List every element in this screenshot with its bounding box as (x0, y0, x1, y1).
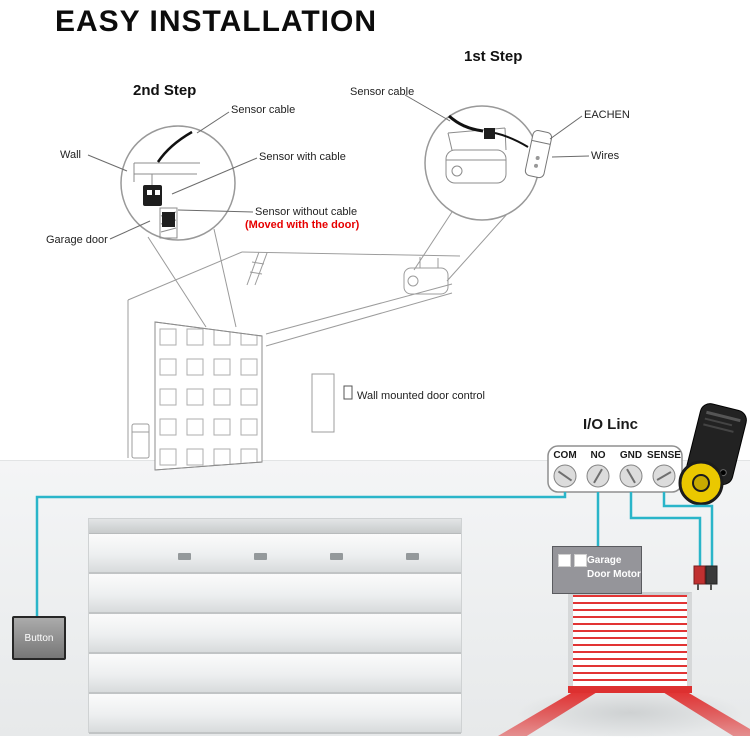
label-garage-door: Garage door (46, 234, 108, 246)
garage-door-panel (89, 654, 461, 694)
terminal-label-sense: SENSE (647, 450, 681, 461)
terminal-label-gnd: GND (619, 450, 643, 461)
garage-door-motor: Garage Door Motor (552, 546, 642, 594)
label-wires: Wires (591, 150, 620, 162)
motor-terminal-icons (558, 554, 587, 567)
label-sensor-cable-step2: Sensor cable (231, 104, 296, 116)
label-sensor-without-cable: Sensor without cable (255, 206, 358, 218)
sensor-cable-icon (156, 130, 193, 163)
motor-label-line1: Garage (587, 555, 622, 566)
io-linc-title: I/O Linc (583, 416, 639, 433)
label-sensor-with-cable: Sensor with cable (259, 151, 346, 163)
garage-door-photo (88, 518, 462, 734)
step1-title: 1st Step (464, 48, 523, 65)
label-wall-mounted-door-control: Wall mounted door control (357, 390, 485, 402)
wall-button: Button (12, 616, 66, 660)
label-eachen-brand: EACHEN (584, 109, 630, 121)
wall-button-label: Button (24, 632, 54, 644)
garage-interior-sketch (127, 251, 461, 471)
page-title: EASY INSTALLATION (55, 5, 378, 38)
door-hinge (406, 553, 419, 560)
label-sensor-cable-step1: Sensor cable (350, 86, 415, 98)
step2-magnifier (120, 125, 236, 241)
motor-label-line2: Door Motor (587, 569, 641, 580)
step2-title: 2nd Step (133, 82, 197, 99)
garage-door-header (89, 519, 461, 534)
terminal-label-com: COM (553, 450, 577, 461)
label-moved-with-door-note: (Moved with the door) (245, 219, 360, 231)
eachen-module-icon (524, 130, 553, 179)
door-hinge (330, 553, 343, 560)
label-wall: Wall (60, 149, 81, 161)
garage-door-panel (89, 574, 461, 614)
sensor-beam-door (568, 592, 692, 690)
opener-sensor-icon (484, 128, 495, 139)
red-beam-base (568, 686, 692, 693)
sensor-with-cable-icon (143, 185, 162, 206)
door-hinge (178, 553, 191, 560)
wires-icon (494, 132, 529, 148)
sensor-without-cable-icon (162, 212, 175, 227)
garage-door-panel (89, 614, 461, 654)
wall-control-icon (343, 385, 353, 400)
sensor-cable-icon (448, 114, 484, 133)
terminal-label-no: NO (590, 450, 606, 461)
door-hinge (254, 553, 267, 560)
step1-magnifier (424, 105, 553, 221)
garage-door-panel (89, 694, 461, 734)
